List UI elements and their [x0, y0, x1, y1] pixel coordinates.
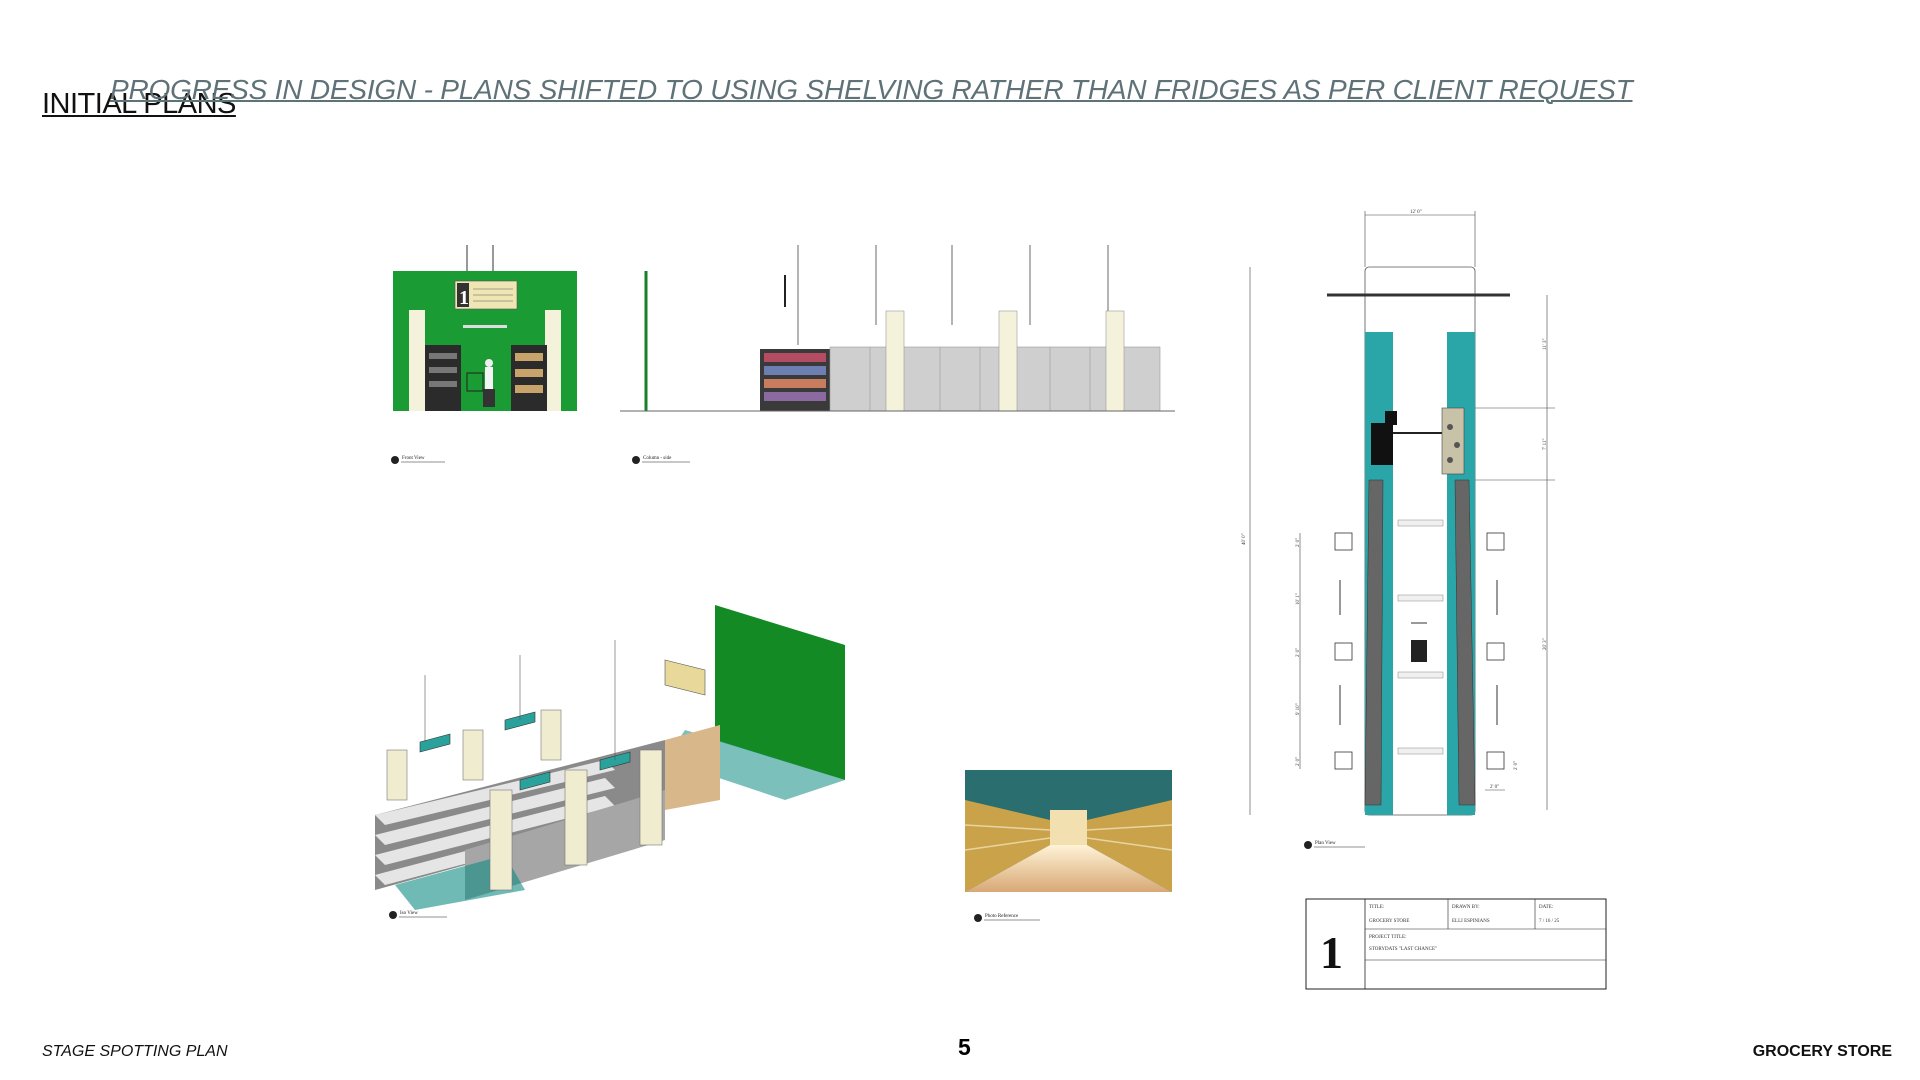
svg-text:9' 10": 9' 10"	[1296, 703, 1301, 715]
slide-title: INITIAL PLANS	[42, 88, 236, 120]
svg-text:STORYDATS "LAST CHANCE": STORYDATS "LAST CHANCE"	[1369, 947, 1437, 952]
svg-text:10' 1": 10' 1"	[1296, 593, 1301, 605]
svg-text:2' 0": 2' 0"	[1296, 648, 1301, 657]
svg-text:Plan View: Plan View	[1315, 841, 1336, 846]
svg-text:7 / 16 / 25: 7 / 16 / 25	[1539, 919, 1560, 924]
drawing-title-block: 1 TITLE: GROCERY STORE DRAWN BY: ELLI ES…	[1305, 898, 1607, 990]
svg-text:12' 0": 12' 0"	[1410, 210, 1422, 215]
svg-text:2' 0": 2' 0"	[1296, 538, 1301, 547]
svg-text:2' 0": 2' 0"	[1514, 761, 1519, 770]
plan-view-label: Plan View	[1304, 841, 1365, 849]
svg-text:TITLE:: TITLE:	[1369, 905, 1384, 910]
svg-text:2' 0": 2' 0"	[1490, 785, 1499, 790]
iso-view-label: Iso View	[389, 911, 447, 919]
svg-text:Iso View: Iso View	[400, 911, 418, 916]
front-view-label: Front View	[391, 456, 445, 464]
footer-right-label: GROCERY STORE	[1752, 1043, 1892, 1060]
page-number: 5	[958, 1034, 971, 1060]
svg-text:ELLI ESPINIANS: ELLI ESPINIANS	[1452, 919, 1490, 924]
svg-text:Photo Reference: Photo Reference	[985, 914, 1019, 919]
iso-view-drawing: Iso View	[375, 605, 845, 919]
photo-reference-label: Photo Reference	[974, 914, 1040, 922]
svg-text:Front View: Front View	[402, 456, 425, 461]
svg-text:11' 3": 11' 3"	[1543, 338, 1548, 350]
aisle-sign-number: 1	[459, 287, 469, 309]
front-view-drawing: 1 Front View	[391, 245, 577, 464]
photo-reference-image: Photo Reference	[965, 770, 1173, 922]
svg-text:Column - side: Column - side	[643, 456, 672, 461]
slide-subtitle: PROGRESS IN DESIGN - PLANS SHIFTED TO US…	[110, 74, 1633, 105]
sheet-number: 1	[1320, 927, 1343, 978]
svg-text:40' 0": 40' 0"	[1242, 533, 1247, 545]
column-side-label: Column - side	[632, 456, 690, 464]
column-side-view-drawing: Column - side	[620, 245, 1175, 464]
svg-text:7' 11": 7' 11"	[1543, 438, 1548, 450]
svg-text:PROJECT TITLE:: PROJECT TITLE:	[1369, 935, 1406, 940]
plan-view-drawing: 12' 0" 40' 0" 2' 0" 10' 1" 2' 0" 9' 10" …	[1242, 210, 1555, 849]
svg-text:20' 3": 20' 3"	[1543, 638, 1548, 650]
svg-text:DATE:: DATE:	[1539, 905, 1553, 910]
svg-text:DRAWN BY:: DRAWN BY:	[1452, 905, 1480, 910]
footer-left-label: STAGE SPOTTING PLAN	[42, 1043, 228, 1060]
svg-text:GROCERY STORE: GROCERY STORE	[1369, 919, 1409, 924]
svg-text:2' 0": 2' 0"	[1296, 757, 1301, 766]
